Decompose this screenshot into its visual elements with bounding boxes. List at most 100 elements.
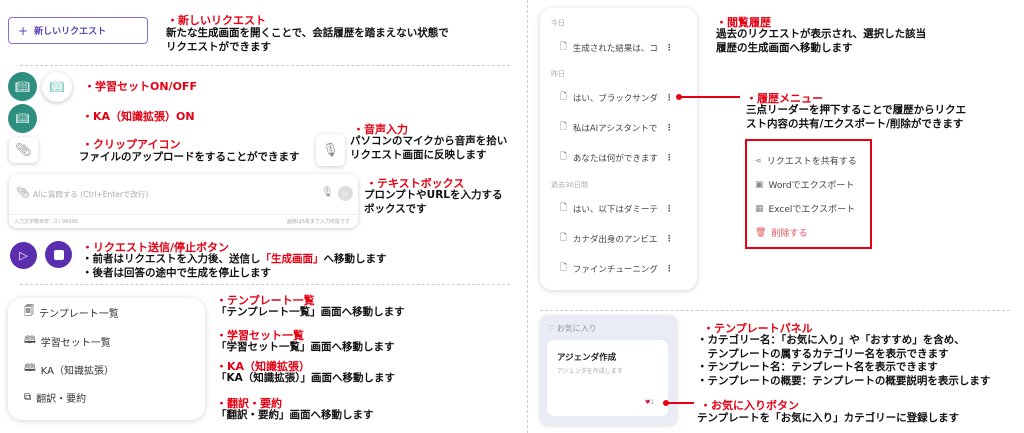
stop-icon — [53, 249, 64, 260]
history-item[interactable]: 🗋あなたは何ができます⋮ — [560, 152, 674, 164]
book-icon: 📖︎ — [49, 80, 65, 94]
history-item[interactable]: 🗋はい、以下はダミーテ⋮ — [560, 203, 674, 215]
more-options-icon[interactable]: ⋮ — [665, 204, 674, 214]
image-note: 画像は5枚まで入力可能です — [286, 219, 350, 225]
trash-icon: 🗑︎ — [755, 227, 767, 238]
learning-set-on-button[interactable]: 📖︎ — [8, 72, 37, 101]
annotation-title: ・履歴メニュー — [746, 92, 823, 105]
history-group-label: 昨日 — [551, 70, 565, 78]
menu-item-export-excel[interactable]: ▦Excelでエクスポート — [755, 203, 856, 216]
history-menu-highlight — [745, 139, 872, 249]
annotation-title: ・KA（知識拡張）ON — [82, 110, 195, 123]
annotation-desc: ・カテゴリー名：「お気に入り」や「おすすめ」を含め、 テンプレートの属するカテゴ… — [697, 334, 991, 387]
annotation-desc: 過去のリクエストが表示され、選択した該当履歴の生成画面へ移動します — [716, 28, 927, 54]
mic-icon[interactable]: 🎙︎ — [321, 187, 334, 198]
sidebar-item-templates[interactable]: 🗐テンプレート一覧 — [24, 306, 119, 320]
mic-button[interactable]: 🎙︎ — [316, 134, 345, 166]
history-item[interactable]: 🗋カナダ出身のアンビエ⋮ — [560, 233, 674, 245]
document-icon: 🗋 — [560, 92, 567, 102]
char-count: 入力文字数目安：0 / 96000 — [14, 219, 78, 225]
annotation-title: ・KA（知識拡張） — [216, 360, 311, 373]
favorite-button[interactable]: ♥1 — [645, 399, 655, 406]
paperclip-icon: 📎︎ — [15, 142, 32, 158]
history-panel — [540, 8, 697, 290]
history-item[interactable]: 🗋生成された結果は、コ⋮ — [560, 42, 674, 54]
more-options-icon[interactable]: ⋮ — [665, 43, 674, 53]
divider — [540, 310, 1010, 311]
clip-button[interactable]: 📎︎ — [9, 137, 38, 163]
more-options-icon[interactable]: ⋮ — [665, 123, 674, 133]
prompt-input[interactable]: AIに質問する (Ctrl+Enterで改行) — [33, 190, 149, 199]
annotation-title: ・お気に入りボタン — [700, 399, 799, 412]
annotation-title: ・新しいリクエスト — [167, 14, 266, 27]
book-icon: 🕮 — [24, 335, 36, 346]
document-icon: 🗋 — [560, 233, 567, 243]
ka-on-button[interactable]: 📖︎ — [8, 104, 37, 133]
history-group-label: 過去30日間 — [551, 181, 588, 189]
annotation-desc: ・前者はリクエストを入力後、送信し「生成画面」へ移動します ・後者は回答の途中で… — [82, 253, 387, 279]
ka-book-icon: 📖︎ — [15, 112, 30, 125]
document-icon: 🗋 — [560, 263, 567, 273]
annotation-title: ・学習セットON/OFF — [84, 80, 197, 93]
annotation-title: ・テンプレート一覧 — [216, 294, 315, 307]
paperclip-icon[interactable]: 📎︎ — [16, 186, 30, 199]
template-card[interactable] — [547, 340, 668, 416]
menu-item-share[interactable]: ⋖リクエストを共有する — [755, 156, 857, 167]
annotation-desc: 新たな生成画面を開くことで、会話履歴を踏まえない状態でリクエストができます — [166, 27, 449, 53]
learning-set-off-button[interactable]: 📖︎ — [42, 72, 72, 102]
heart-icon: ♥ — [645, 399, 651, 406]
history-item[interactable]: 🗋私はAIアシスタントで⋮ — [560, 122, 674, 134]
sidebar-item-learning-sets[interactable]: 🕮学習セット一覧 — [24, 335, 111, 349]
document-icon: 🗋 — [560, 203, 567, 213]
excel-icon: ▦ — [755, 203, 764, 214]
callout-dot — [663, 400, 669, 406]
stop-button[interactable] — [45, 241, 72, 268]
annotation-title: ・音声入力 — [353, 123, 408, 136]
annotation-desc: 「翻訳・要約」画面へ移動します — [216, 409, 374, 421]
send-button[interactable]: ▷ — [10, 242, 37, 269]
translate-icon: ⧉ — [24, 392, 32, 403]
annotation-desc: ファイルのアップロードをすることができます — [79, 151, 300, 163]
prompt-textbox[interactable]: 📎︎ AIに質問する (Ctrl+Enterで改行) 🎙︎ ▷ 入力文字数目安：… — [9, 174, 358, 228]
more-options-icon[interactable]: ⋮ — [665, 264, 674, 274]
annotation-desc: プロンプトやURLを入力するボックスです — [364, 189, 503, 215]
callout-line — [667, 402, 694, 404]
document-icon: 🗋 — [560, 122, 567, 132]
history-item[interactable]: 🗋ファインチューニング⋮ — [560, 263, 674, 275]
new-request-button[interactable]: +新しいリクエスト — [8, 17, 148, 44]
annotation-desc: 「学習セット一覧」画面へ移動します — [216, 341, 395, 353]
annotation-title: ・学習セット一覧 — [216, 329, 304, 342]
more-options-icon[interactable]: ⋮ — [665, 234, 674, 244]
document-icon: 🗋 — [560, 152, 567, 162]
annotation-desc: パソコンのマイクから音声を拾いリクエスト画面に反映します — [350, 135, 508, 161]
plus-icon: + — [18, 23, 29, 38]
annotation-title: ・テキストボックス — [366, 177, 465, 190]
ka-icon: 🕮 — [24, 363, 36, 374]
more-options-icon[interactable]: ⋮ — [665, 93, 674, 103]
annotation-desc: 「KA（知識拡張）」画面へ移動します — [216, 372, 396, 384]
template-name: アジェンダ作成 — [557, 353, 617, 363]
callout-line — [680, 96, 740, 98]
history-group-label: 今日 — [551, 19, 565, 27]
word-icon: ▣ — [755, 179, 764, 190]
annotation-desc: 三点リーダーを押下することで履歴からリクエスト内容の共有/エクスポート/削除がで… — [746, 104, 967, 130]
menu-item-export-word[interactable]: ▣Wordでエクスポート — [755, 179, 855, 192]
annotation-title: ・クリップアイコン — [82, 138, 181, 151]
menu-item-delete[interactable]: 🗑︎削除する — [755, 227, 808, 240]
heart-outline-icon: ♡ — [547, 324, 557, 333]
book-icon: 📖︎ — [14, 79, 31, 94]
more-options-icon[interactable]: ⋮ — [665, 153, 674, 163]
divider — [20, 284, 510, 285]
sidebar-item-ka[interactable]: 🕮KA（知識拡張） — [24, 363, 115, 377]
sidebar-panel — [8, 298, 205, 420]
share-icon: ⋖ — [755, 156, 762, 165]
annotation-title: ・閲覧履歴 — [716, 16, 771, 29]
template-summary: アジェンダを作成します — [557, 368, 623, 375]
document-icon: 🗋 — [560, 42, 567, 52]
sidebar-item-translate[interactable]: ⧉翻訳・要約 — [24, 392, 87, 405]
history-item[interactable]: 🗋はい、ブラックサンダ⋮ — [560, 92, 674, 104]
send-icon-disabled[interactable]: ▷ — [338, 186, 353, 201]
mic-icon: 🎙︎ — [322, 142, 339, 158]
annotation-title: ・翻訳・要約 — [216, 397, 282, 410]
divider — [527, 0, 528, 433]
